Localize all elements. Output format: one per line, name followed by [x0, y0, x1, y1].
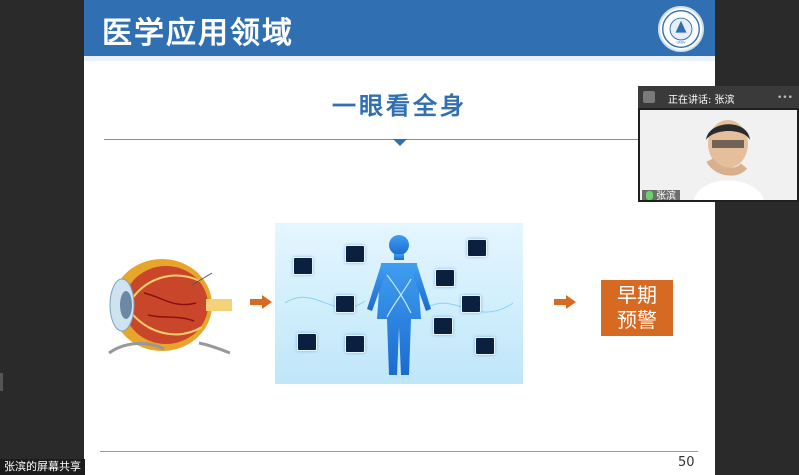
scan-thumbnail [345, 335, 365, 353]
header-underline [84, 56, 715, 61]
arrow-right-icon [250, 295, 272, 309]
page-number: 50 [678, 455, 695, 470]
speaking-indicator-text: 正在讲话: 张滨 [668, 95, 735, 106]
svg-text:UNIV: UNIV [677, 41, 686, 45]
eye-anatomy-illustration [108, 259, 232, 355]
scan-thumbnail [435, 269, 455, 287]
scan-thumbnail [461, 295, 481, 313]
left-background-strip [0, 0, 84, 475]
slide-title: 医学应用领域 [102, 16, 294, 51]
scan-thumbnail [433, 317, 453, 335]
arrow-right-icon [554, 295, 576, 309]
scan-thumbnail [345, 245, 365, 263]
scan-thumbnail [297, 333, 317, 351]
video-feed: 张滨 [640, 110, 797, 200]
footer-divider [100, 451, 698, 452]
scan-thumbnail [335, 295, 355, 313]
speaking-bar: 正在讲话: 张滨 ••• [638, 86, 799, 108]
person-video-silhouette [640, 110, 797, 200]
scan-thumbnail [475, 337, 495, 355]
divider-arrow-icon [393, 139, 407, 146]
scan-thumbnail [467, 239, 487, 257]
speaker-avatar-icon [643, 91, 655, 103]
human-body-scan-panel [275, 223, 523, 384]
slide-header: 医学应用领域 UNIV [84, 0, 715, 56]
participant-name-label: 张滨 [642, 190, 680, 200]
participant-name: 张滨 [656, 191, 676, 200]
scan-thumbnail [293, 257, 313, 275]
right-background-strip [715, 0, 799, 475]
more-options-icon[interactable]: ••• [777, 93, 793, 103]
screen-share-label: 张滨的屏幕共享 [0, 459, 85, 475]
early-warning-box: 早期 预警 [601, 280, 673, 336]
section-title: 一眼看全身 [332, 92, 467, 120]
shared-slide: 医学应用领域 UNIV 一眼看全身 [84, 0, 715, 475]
microphone-icon [646, 191, 653, 200]
left-edge-handle [0, 373, 3, 391]
participant-video-tile[interactable]: 正在讲话: 张滨 ••• 张滨 [638, 86, 799, 202]
university-logo-icon: UNIV [658, 6, 704, 52]
